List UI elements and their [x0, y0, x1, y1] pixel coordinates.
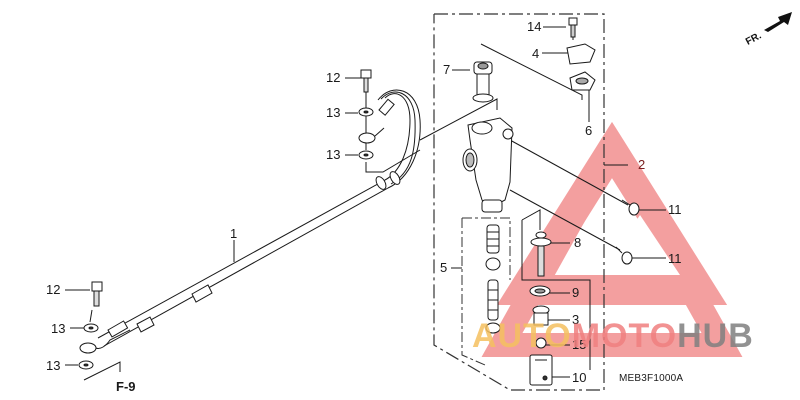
- watermark-hub: HUB: [677, 317, 754, 355]
- diagram-code: MEB3F1000A: [619, 373, 684, 384]
- callout-9: 9: [572, 285, 580, 300]
- watermark-auto: AUTO: [472, 317, 572, 355]
- callout-11-upper: 11: [668, 202, 682, 217]
- callout-13-lower-b: 13: [46, 358, 61, 373]
- watermark-logo-icon: [481, 121, 743, 357]
- piston-set-parts: [485, 224, 501, 334]
- callout-13-upper-a: 13: [326, 105, 341, 120]
- master-cylinder-body: [462, 117, 514, 213]
- lower-fasteners: [78, 281, 103, 370]
- callout-12-lower: 12: [46, 282, 61, 297]
- bolt-parts: [615, 199, 640, 265]
- piston-set-boundary: [461, 217, 511, 366]
- callout-11-lower: 11: [668, 251, 682, 266]
- callout-4: 4: [532, 46, 540, 61]
- leader-lines: [65, 26, 666, 381]
- callout-5: 5: [440, 260, 448, 275]
- front-arrow-icon: [764, 12, 792, 32]
- watermark: AUTOMOTOHUB: [472, 319, 754, 353]
- callout-7: 7: [443, 62, 451, 77]
- callout-10: 10: [572, 370, 587, 385]
- upper-fasteners: [358, 69, 374, 160]
- brake-hose: [79, 89, 421, 354]
- callout-1: 1: [230, 226, 238, 241]
- callout-2: 2: [638, 157, 646, 172]
- watermark-moto: MOTO: [571, 317, 678, 355]
- assembly-boundary: [433, 13, 605, 391]
- callout-8: 8: [574, 235, 582, 250]
- push-rod-parts: [529, 231, 553, 386]
- callout-12-upper: 12: [326, 70, 341, 85]
- hose-joint-part: [472, 61, 494, 103]
- callout-14: 14: [527, 19, 542, 34]
- reference-f9: F-9: [116, 379, 136, 394]
- callout-13-upper-b: 13: [326, 147, 341, 162]
- callout-13-lower-a: 13: [51, 321, 66, 336]
- reservoir-cover-parts: [566, 17, 596, 91]
- callout-3: 3: [572, 312, 580, 327]
- callout-15: 15: [572, 337, 587, 352]
- callout-6: 6: [585, 123, 593, 138]
